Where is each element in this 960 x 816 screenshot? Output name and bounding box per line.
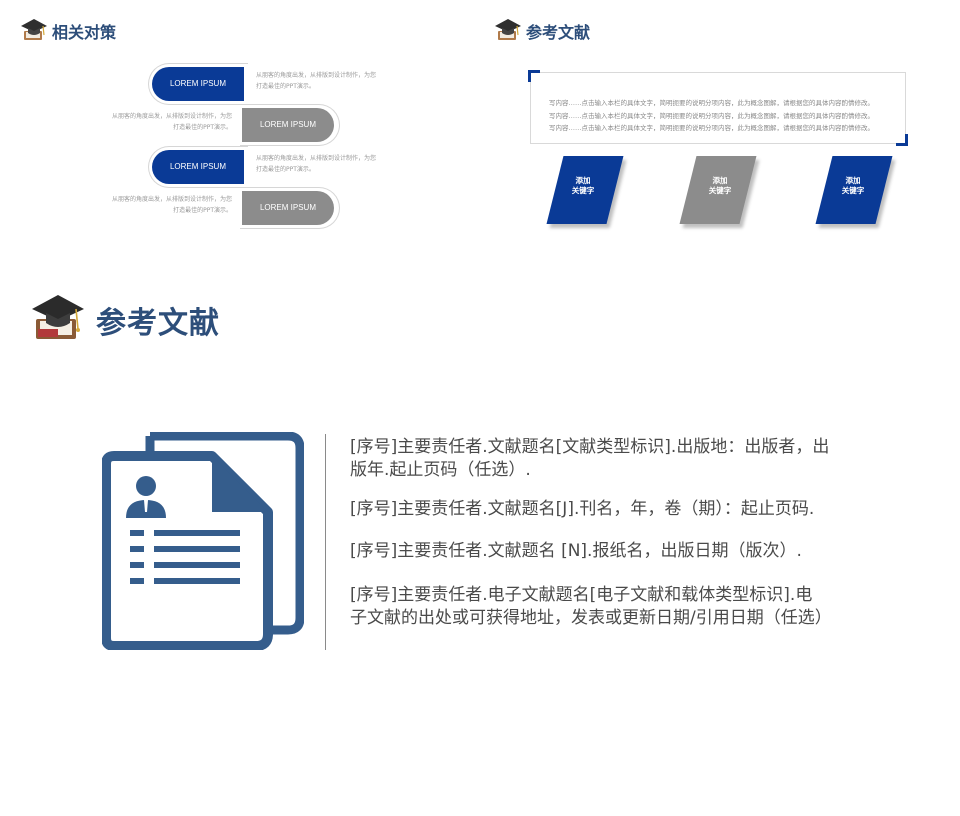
pill-description: 从朋客的角度出发，从排版到设计制作，为您 打造最佳的PPT演示。 <box>256 70 381 92</box>
reference-entry: [序号]主要责任者.文献题名[文献类型标识].出版地：出版者，出 版年.起止页码… <box>350 436 850 482</box>
pill-desc-line: 从朋客的角度出发，从排版到设计制作，为您 <box>111 196 232 203</box>
pill-ring <box>240 104 340 146</box>
reference-entry-line: 版年.起止页码（任选）. <box>350 460 531 480</box>
section-title-references-small: 参考文献 <box>526 23 591 42</box>
pill-item[interactable]: LOREM IPSUM <box>152 150 244 184</box>
reference-text-lines: 写内容……点击输入本栏的具体文字，简明扼要的说明分项内容，此为概念图解，请根据您… <box>549 97 874 135</box>
document-profile-icon <box>102 432 304 650</box>
reference-line: 写内容……点击输入本栏的具体文字，简明扼要的说明分项内容，此为概念图解，请根据您… <box>549 124 874 132</box>
section-title-countermeasures: 相关对策 <box>52 23 117 42</box>
reference-entry-line: [序号]主要责任者.文献题名[文献类型标识].出版地：出版者，出 <box>350 437 830 457</box>
graduation-cap-icon <box>21 19 47 40</box>
keyword-label: 添加 关键字 <box>553 176 613 196</box>
pill-ring <box>148 63 248 105</box>
pill-item[interactable]: LOREM IPSUM <box>242 191 334 225</box>
keyword-label-line: 关键字 <box>571 186 595 195</box>
keyword-label-line: 添加 <box>845 176 861 185</box>
reference-entry-line: [序号]主要责任者.文献题名[J].刊名，年，卷（期）：起止页码. <box>350 499 815 519</box>
keyword-label-line: 添加 <box>712 176 728 185</box>
graduation-cap-icon <box>495 19 521 40</box>
keyword-label: 添加 关键字 <box>823 176 883 196</box>
corner-bracket <box>896 134 908 146</box>
pill-description: 从朋客的角度出发，从排版到设计制作，为您 打造最佳的PPT演示。 <box>256 153 381 175</box>
pill-desc-line: 打造最佳的PPT演示。 <box>173 207 232 214</box>
reference-text-box: 写内容……点击输入本栏的具体文字，简明扼要的说明分项内容，此为概念图解，请根据您… <box>528 70 908 146</box>
keyword-label-line: 关键字 <box>708 186 732 195</box>
pill-description: 从朋客的角度出发，从排版到设计制作，为您 打造最佳的PPT演示。 <box>107 111 232 133</box>
reference-entry-line: [序号]主要责任者.电子文献题名[电子文献和载体类型标识].电 <box>350 585 813 605</box>
keyword-label: 添加 关键字 <box>690 176 750 196</box>
reference-entry: [序号]主要责任者.电子文献题名[电子文献和载体类型标识].电 子文献的出处或可… <box>350 584 850 630</box>
pill-description: 从朋客的角度出发，从排版到设计制作，为您 打造最佳的PPT演示。 <box>107 194 232 216</box>
pill-ring <box>240 187 340 229</box>
pill-desc-line: 从朋客的角度出发，从排版到设计制作，为您 <box>256 155 377 162</box>
pill-desc-line: 打造最佳的PPT演示。 <box>256 166 315 173</box>
pill-item[interactable]: LOREM IPSUM <box>152 67 244 101</box>
graduation-cap-icon <box>32 295 84 339</box>
pill-desc-line: 打造最佳的PPT演示。 <box>256 83 315 90</box>
pill-ring <box>148 146 248 188</box>
pill-desc-line: 从朋客的角度出发，从排版到设计制作，为您 <box>256 72 377 79</box>
keyword-label-line: 添加 <box>575 176 591 185</box>
keyword-label-line: 关键字 <box>841 186 865 195</box>
page-title: 参考文献 <box>96 306 220 341</box>
pill-desc-line: 打造最佳的PPT演示。 <box>173 124 232 131</box>
reference-entry-line: [序号]主要责任者.文献题名 [N].报纸名，出版日期（版次）. <box>350 541 802 561</box>
vertical-divider <box>325 434 326 650</box>
pill-desc-line: 从朋客的角度出发，从排版到设计制作，为您 <box>111 113 232 120</box>
reference-line: 写内容……点击输入本栏的具体文字，简明扼要的说明分项内容，此为概念图解，请根据您… <box>549 99 874 107</box>
pill-item[interactable]: LOREM IPSUM <box>242 108 334 142</box>
reference-line: 写内容……点击输入本栏的具体文字，简明扼要的说明分项内容，此为概念图解，请根据您… <box>549 111 874 120</box>
reference-entry-line: 子文献的出处或可获得地址，发表或更新日期/引用日期（任选） <box>350 608 832 628</box>
reference-entry: [序号]主要责任者.文献题名 [N].报纸名，出版日期（版次）. <box>350 540 850 563</box>
corner-bracket <box>528 70 540 82</box>
reference-entry: [序号]主要责任者.文献题名[J].刊名，年，卷（期）：起止页码. <box>350 498 850 521</box>
